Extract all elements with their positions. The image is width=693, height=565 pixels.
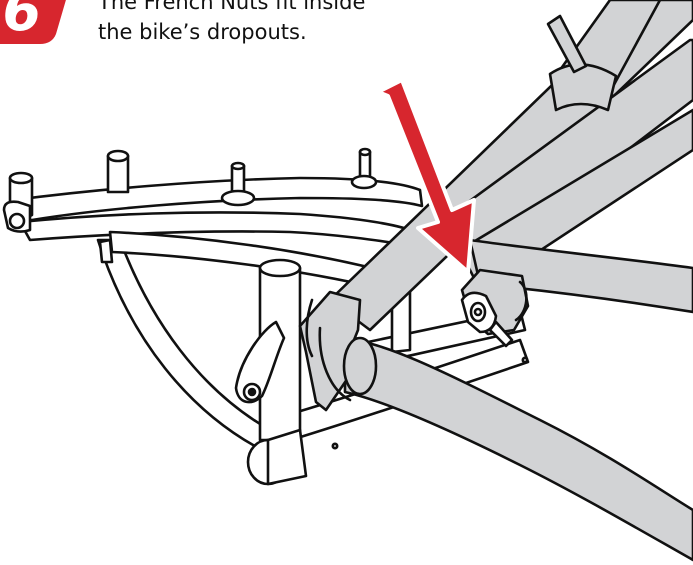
step-badge	[0, 0, 70, 44]
bike-frame-tubes	[298, 0, 693, 562]
tube-details	[305, 280, 528, 402]
down-arrow-icon	[376, 78, 476, 274]
caption-line-1: The French Nuts fit inside	[98, 0, 366, 14]
caption-line-2: the bike’s dropouts.	[98, 20, 307, 44]
french-nut	[460, 291, 514, 348]
step-badge-shape	[0, 0, 66, 44]
step-number: 6	[2, 0, 42, 44]
step-caption: The French Nuts fit inside the bike’s dr…	[98, 0, 366, 47]
